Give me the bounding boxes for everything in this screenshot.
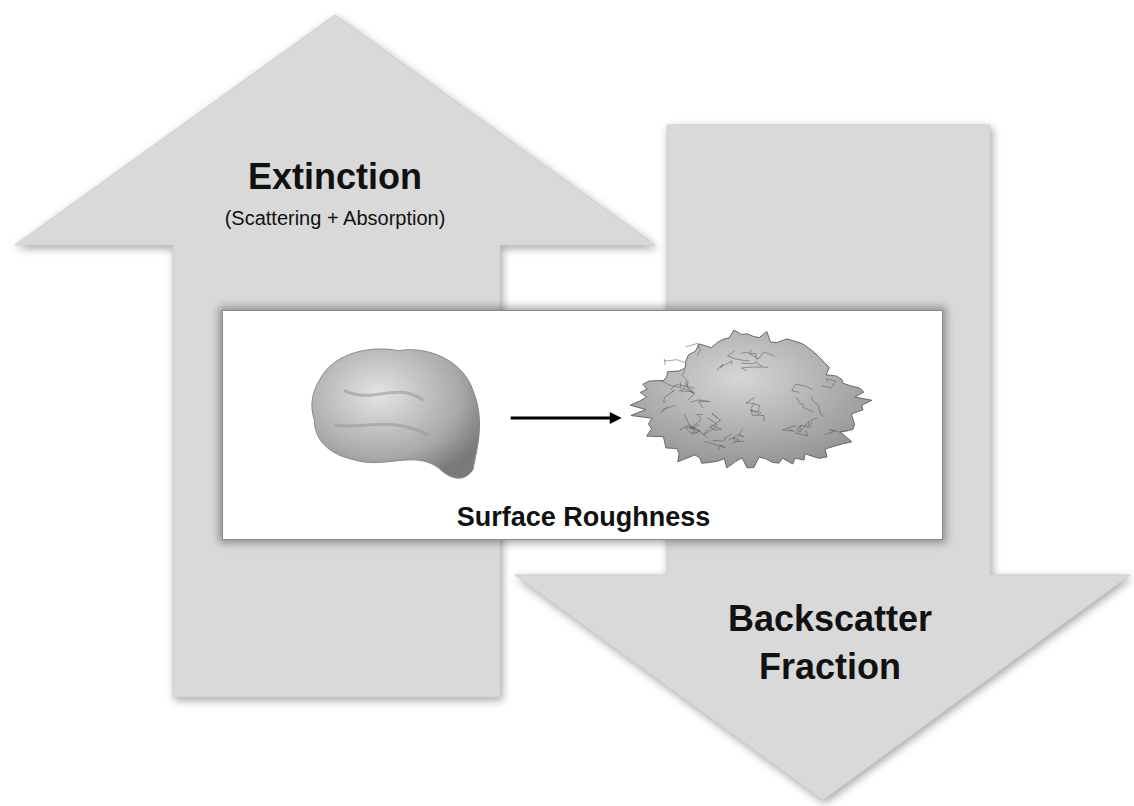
smooth-particle <box>312 349 480 478</box>
transition-arrow <box>511 417 614 420</box>
panel-box: Surface Roughness <box>222 310 943 540</box>
node-title: Extinction <box>85 153 585 201</box>
rough-particle <box>630 330 872 468</box>
node-title: Backscatter Fraction <box>680 595 980 691</box>
node-title: Surface Roughness <box>283 501 884 533</box>
node-subtitle: (Scattering + Absorption) <box>85 205 585 231</box>
